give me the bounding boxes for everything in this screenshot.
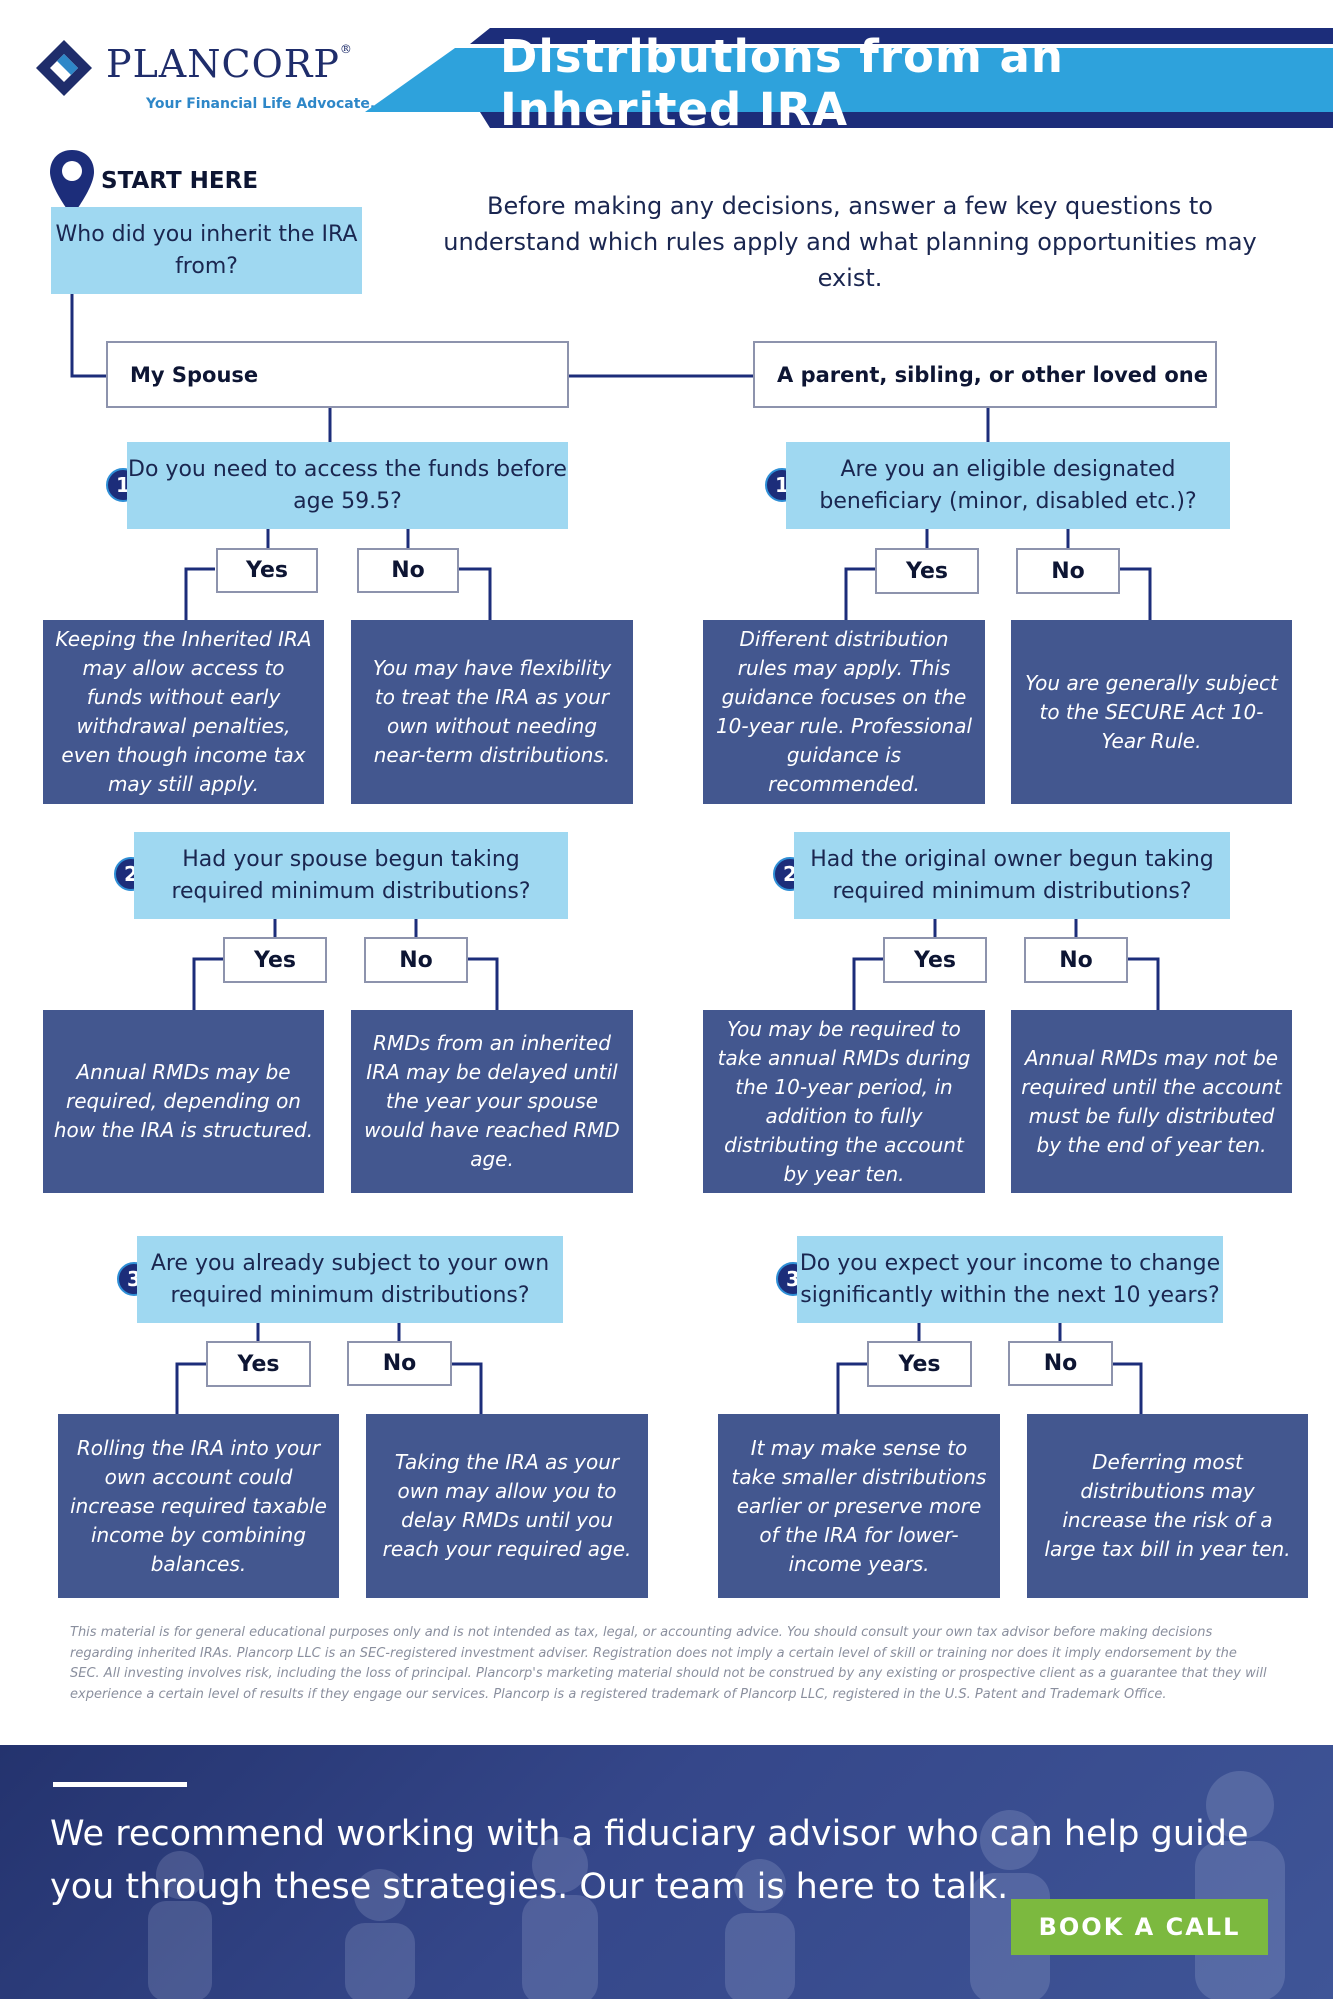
footer-background-illustration <box>148 1771 1285 1999</box>
footer-banner <box>0 1745 1333 1999</box>
right-q3-yes: Yes <box>867 1341 972 1387</box>
left-question-3: Are you already subject to your own requ… <box>137 1236 563 1323</box>
plancorp-logo-icon <box>36 40 92 96</box>
left-question-1: Do you need to access the funds before a… <box>127 442 568 529</box>
left-q3-yes: Yes <box>206 1341 311 1387</box>
right-q1-yes: Yes <box>875 548 979 594</box>
left-q3-no-answer: Taking the IRA as your own may allow you… <box>366 1414 648 1598</box>
left-q2-yes: Yes <box>223 937 327 983</box>
start-question: Who did you inherit the IRA from? <box>51 207 362 294</box>
left-q2-yes-answer: Annual RMDs may be required, depending o… <box>43 1010 324 1193</box>
right-q3-yes-answer: It may make sense to take smaller distri… <box>718 1414 1000 1598</box>
footer-message: We recommend working with a fiduciary ad… <box>50 1814 1249 1907</box>
right-q3-no-answer: Deferring most distributions may increas… <box>1027 1414 1308 1598</box>
brand-name: PLANCORP® <box>106 42 353 86</box>
left-q1-yes-answer: Keeping the Inherited IRA may allow acce… <box>43 620 324 804</box>
left-q3-no: No <box>347 1341 452 1386</box>
right-q2-no: No <box>1024 937 1128 983</box>
right-q2-yes: Yes <box>883 937 987 983</box>
right-question-3: Do you expect your income to change sign… <box>797 1236 1223 1323</box>
left-q3-yes-answer: Rolling the IRA into your own account co… <box>58 1414 339 1598</box>
start-here-label: START HERE <box>101 168 259 194</box>
right-q1-yes-answer: Different distribution rules may apply. … <box>703 620 985 804</box>
left-q1-yes: Yes <box>216 548 318 593</box>
intro-text: Before making any decisions, answer a fe… <box>443 192 1257 292</box>
title-banner <box>360 28 1333 128</box>
brand-tagline: Your Financial Life Advocate. <box>146 96 376 112</box>
page-title: Distributions from an Inherited IRA <box>500 30 1064 136</box>
right-question-2: Had the original owner begun taking requ… <box>794 832 1230 919</box>
right-q3-no: No <box>1008 1341 1113 1386</box>
right-q2-no-answer: Annual RMDs may not be required until th… <box>1011 1010 1292 1193</box>
right-question-1: Are you an eligible designated beneficia… <box>786 442 1230 529</box>
left-q2-no-answer: RMDs from an inherited IRA may be delaye… <box>351 1010 633 1193</box>
branch-other-loved-one: A parent, sibling, or other loved one <box>753 341 1217 408</box>
right-q1-no-answer: You are generally subject to the SECURE … <box>1011 620 1292 804</box>
location-pin-icon <box>50 150 94 216</box>
right-q2-yes-answer: You may be required to take annual RMDs … <box>703 1010 985 1193</box>
right-q1-no: No <box>1016 548 1120 594</box>
left-question-2: Had your spouse begun taking required mi… <box>134 832 568 919</box>
footer-accent-bar <box>53 1782 187 1787</box>
book-a-call-button[interactable]: BOOK A CALL <box>1011 1899 1268 1955</box>
left-q1-no-answer: You may have flexibility to treat the IR… <box>351 620 633 804</box>
left-q1-no: No <box>357 548 459 593</box>
disclaimer: This material is for general educational… <box>70 1625 1267 1702</box>
branch-spouse: My Spouse <box>106 341 569 408</box>
left-q2-no: No <box>364 937 468 983</box>
